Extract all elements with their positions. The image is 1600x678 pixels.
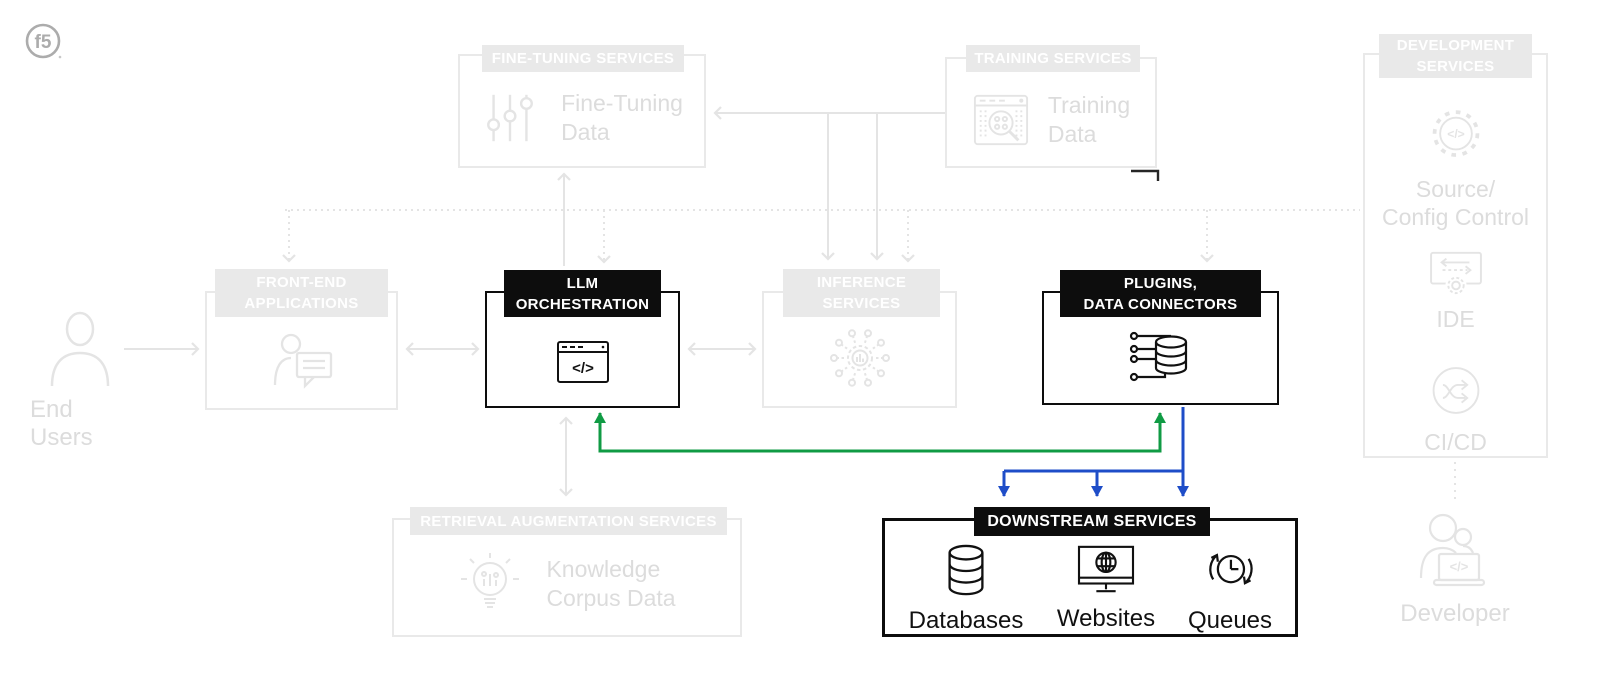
knowledge-corpus-data-label: Knowledge Corpus Data: [546, 555, 676, 611]
plugins-data-connectors-box: PLUGINS, DATA CONNECTORS: [1042, 270, 1279, 405]
sliders-icon: [487, 94, 534, 142]
ml-gear-network-icon: [829, 328, 890, 387]
training-services-box: TRAINING SERVICES Training Data: [945, 45, 1157, 168]
fine-tuning-services-box: FINE-TUNING SERVICES Fine-Tuning Data: [458, 45, 706, 168]
clock-cycle-icon: [1209, 553, 1253, 585]
ide-label: IDE: [1436, 306, 1475, 333]
green-response-arrow: [594, 412, 1166, 453]
development-services-header: DEVELOPMENT SERVICES: [1379, 34, 1532, 78]
retrieval-augmentation-services-box: RETRIEVAL AUGMENTATION SERVICES Knowledg…: [392, 507, 742, 637]
queues-label: Queues: [1187, 607, 1273, 634]
ide-icon: [1429, 252, 1482, 297]
gear-code-icon: </>: [1432, 110, 1479, 157]
downstream-item-databases: Databases: [901, 543, 1031, 635]
cicd-label: CI/CD: [1424, 429, 1487, 455]
f5-logo-icon: f5: [25, 23, 62, 59]
inference-services-box: INFERENCE SERVICES: [762, 269, 957, 408]
retrieval-augmentation-services-header: RETRIEVAL AUGMENTATION SERVICES: [410, 507, 727, 535]
data-connectors-icon: [1129, 331, 1187, 382]
llm-orchestration-box: LLM ORCHESTRATION </>: [485, 270, 680, 408]
developer-icon: </>: [1419, 513, 1486, 587]
development-services-box: DEVELOPMENT SERVICES </> Source/ Config …: [1363, 34, 1548, 458]
fine-tuning-data-label: Fine-Tuning Data: [561, 90, 683, 145]
plugins-data-connectors-header: PLUGINS, DATA CONNECTORS: [1060, 270, 1261, 317]
downstream-item-queues: Queues: [1165, 543, 1295, 635]
developer-label: Developer: [1400, 600, 1510, 627]
faded-connectors: [124, 106, 1456, 503]
stray-corner-mark: [1131, 169, 1160, 181]
table-search-icon: [973, 94, 1028, 145]
developer-node: </> Developer: [1400, 512, 1510, 628]
cicd-icon: [1432, 367, 1479, 414]
monitor-globe-icon: [1077, 545, 1135, 593]
code-glyph: </>: [1447, 127, 1465, 141]
browser-code-icon: </>: [556, 340, 609, 383]
f5-logo-text: f5: [35, 32, 52, 53]
end-users-label: End Users: [30, 396, 93, 451]
database-icon: [948, 544, 984, 596]
training-data-label: Training Data: [1047, 91, 1131, 147]
training-services-header: TRAINING SERVICES: [966, 45, 1140, 72]
downstream-services-box: DOWNSTREAM SERVICES Databases Websites: [882, 507, 1298, 637]
code-glyph: </>: [1450, 559, 1469, 574]
llm-orchestration-header: LLM ORCHESTRATION: [504, 270, 661, 317]
person-chat-icon: [273, 333, 332, 389]
websites-label: Websites: [1056, 605, 1156, 632]
source-config-control-label: Source/ Config Control: [1381, 176, 1530, 231]
fine-tuning-services-header: FINE-TUNING SERVICES: [482, 45, 684, 72]
end-users-node: End Users: [30, 310, 130, 452]
f5-logo: f5: [24, 22, 66, 69]
bulb-insights-icon: [461, 552, 520, 608]
blue-downstream-arrows: [998, 407, 1189, 497]
downstream-item-websites: Websites: [1041, 543, 1171, 633]
databases-label: Databases: [908, 607, 1024, 634]
inference-services-header: INFERENCE SERVICES: [783, 269, 940, 317]
code-glyph: </>: [572, 360, 594, 377]
downstream-services-header: DOWNSTREAM SERVICES: [974, 507, 1210, 536]
person-icon: [50, 311, 110, 387]
front-end-applications-header: FRONT-END APPLICATIONS: [215, 269, 388, 317]
front-end-applications-box: FRONT-END APPLICATIONS: [205, 269, 398, 410]
